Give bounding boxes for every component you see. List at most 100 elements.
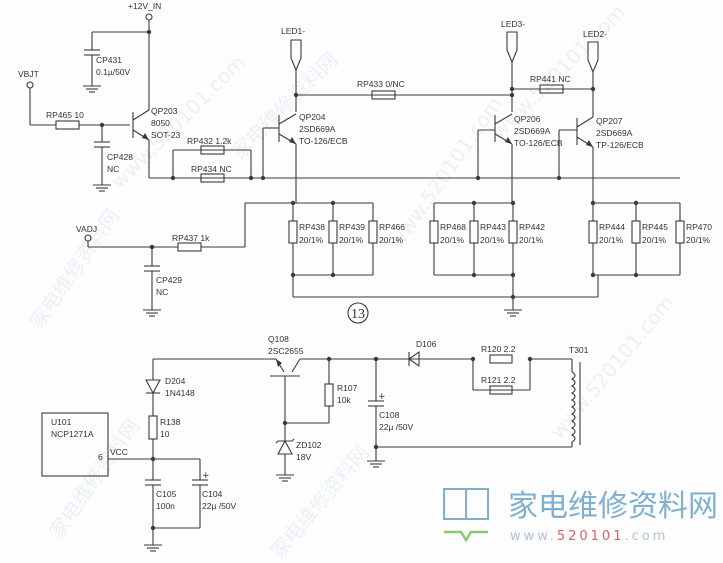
qp203: QP203 8050 SOT-23 bbox=[132, 32, 181, 178]
resistor-ref: RP442 bbox=[519, 222, 545, 232]
cp431-ref: CP431 bbox=[96, 55, 122, 65]
r120-r121: R120 2.2 R121 2.2 bbox=[470, 344, 572, 395]
d204-part: 1N4148 bbox=[165, 388, 195, 398]
resistor-value: 20/1% bbox=[379, 235, 404, 245]
d106: D106 bbox=[408, 339, 473, 368]
resistor-value: 20/1% bbox=[480, 235, 505, 245]
resistor-value: 20/1% bbox=[440, 235, 465, 245]
zd102-ref: ZD102 bbox=[296, 440, 322, 450]
port-vbjt: VBJT bbox=[18, 69, 56, 126]
resistor-ref: RP439 bbox=[339, 222, 365, 232]
qp204-ref: QP204 bbox=[299, 112, 326, 122]
vadj-network: VADJ RP437 1k CP429 NC bbox=[76, 202, 296, 317]
c108: + C108 22µ /50V bbox=[366, 359, 572, 468]
resistor-value: 20/1% bbox=[299, 235, 324, 245]
qp204: LED1- QP204 2SD669A TO-126/ECB bbox=[262, 26, 348, 203]
r138-value: 10 bbox=[160, 429, 170, 439]
port-label: +12V_IN bbox=[128, 1, 161, 11]
c104-ref: C104 bbox=[202, 489, 223, 499]
qp206-ref: QP206 bbox=[514, 114, 541, 124]
qp206-pkg: TO-126/ECB bbox=[514, 138, 563, 148]
rp465-label: RP465 10 bbox=[46, 110, 84, 120]
u101-pin-name: VCC bbox=[110, 447, 128, 457]
cp431: CP431 0.1µ/50V bbox=[82, 29, 152, 93]
u101-ref: U101 bbox=[51, 417, 72, 427]
led2-label: LED2- bbox=[583, 29, 607, 39]
polarity-plus-icon: + bbox=[378, 392, 386, 402]
rp441-label: RP441 NC bbox=[530, 74, 571, 84]
logo-url-number: 520101 bbox=[557, 529, 625, 544]
u101: U101 NCP1271A 6 VCC bbox=[41, 412, 200, 477]
rp432-rp434: RP432 1.2k RP434 NC bbox=[149, 136, 680, 183]
sense-resistor-rp468: RP468 20/1% bbox=[429, 203, 466, 275]
sense-resistor-rp445: RP445 20/1% bbox=[631, 203, 668, 275]
c108-ref: C108 bbox=[379, 410, 400, 420]
qp203-pkg: SOT-23 bbox=[151, 130, 181, 140]
sense-resistor-rp438: RP438 20/1% bbox=[288, 203, 325, 275]
logo-site-name: 家电维修资料网 bbox=[508, 489, 718, 524]
logo-url: www.520101.com bbox=[510, 529, 668, 544]
watermark-cn: 家电维修资料网 bbox=[265, 441, 373, 563]
cp429-value: NC bbox=[156, 287, 168, 297]
resistor-ref: RP445 bbox=[642, 222, 668, 232]
c105-value: 100n bbox=[156, 501, 175, 511]
resistor-ref: RP444 bbox=[599, 222, 625, 232]
r107-zd102: R107 10k ZD102 18V bbox=[275, 359, 358, 482]
rp437-label: RP437 1k bbox=[172, 233, 210, 243]
rp441: RP441 NC bbox=[512, 74, 593, 94]
led3-label: LED3- bbox=[501, 19, 525, 29]
resistor-ref: RP470 bbox=[686, 222, 712, 232]
d106-ref: D106 bbox=[416, 339, 437, 349]
watermark-url: www.520101.com bbox=[545, 291, 678, 444]
figure-number: 13 bbox=[351, 307, 365, 322]
polarity-plus-icon: + bbox=[202, 471, 210, 481]
resistor-value: 20/1% bbox=[339, 235, 364, 245]
r107-ref: R107 bbox=[337, 383, 358, 393]
u101-part: NCP1271A bbox=[51, 429, 94, 439]
watermark-cn: 家电维修资料网 bbox=[24, 204, 124, 332]
rp432-label: RP432 1.2k bbox=[187, 136, 232, 146]
cp428-value: NC bbox=[107, 164, 119, 174]
cp431-value: 0.1µ/50V bbox=[96, 67, 131, 77]
qp207-ref: QP207 bbox=[596, 116, 623, 126]
d204-ref: D204 bbox=[165, 376, 186, 386]
sense-resistor-rp439: RP439 20/1% bbox=[328, 203, 365, 275]
resistor-ref: RP466 bbox=[379, 222, 405, 232]
r107-value: 10k bbox=[337, 395, 351, 405]
qp207-pkg: TP-126/ECB bbox=[596, 140, 644, 150]
qp207: LED2- QP207 2SD669A TP-126/ECB bbox=[556, 29, 644, 203]
q108-part: 2SC2655 bbox=[268, 346, 304, 356]
qp204-part: 2SD669A bbox=[299, 124, 336, 134]
led1-label: LED1- bbox=[281, 26, 305, 36]
sense-resistor-rp466: RP466 20/1% bbox=[368, 203, 405, 275]
c105-ref: C105 bbox=[156, 489, 177, 499]
resistor-ref: RP443 bbox=[480, 222, 506, 232]
q108-ref: Q108 bbox=[268, 334, 289, 344]
site-logo: 家电维修资料网 www.520101.com bbox=[443, 488, 718, 544]
t301-ref: T301 bbox=[569, 345, 589, 355]
port-label: VBJT bbox=[18, 69, 39, 79]
transformer-winding bbox=[570, 371, 576, 443]
bottom-section: U101 NCP1271A 6 VCC D204 1N4148 R138 10 bbox=[41, 334, 589, 552]
rp433: RP433 0/NC bbox=[296, 79, 512, 100]
qp203-ref: QP203 bbox=[151, 106, 178, 116]
figure-number-circle bbox=[347, 302, 369, 324]
logo-url-suffix: .com bbox=[624, 529, 668, 544]
top-section: +12V_IN CP431 0.1µ/50V VBJT RP465 10 bbox=[18, 1, 712, 324]
cp428-ref: CP428 bbox=[107, 152, 133, 162]
qp203-part: 8050 bbox=[151, 118, 170, 128]
u101-pin: 6 bbox=[98, 452, 103, 462]
cp428: CP428 NC bbox=[92, 125, 133, 192]
resistor-ref: RP438 bbox=[299, 222, 325, 232]
sense-resistor-banks: RP438 20/1% RP439 20/1% RP466 20/1% RP468 20/1%… bbox=[288, 200, 712, 317]
resistor-ref: RP468 bbox=[440, 222, 466, 232]
t301: T301 bbox=[569, 345, 589, 447]
resistor-value: 20/1% bbox=[686, 235, 711, 245]
resistor-value: 20/1% bbox=[642, 235, 667, 245]
sense-resistor-rp470: RP470 20/1% bbox=[675, 203, 712, 275]
qp206-part: 2SD669A bbox=[514, 126, 551, 136]
